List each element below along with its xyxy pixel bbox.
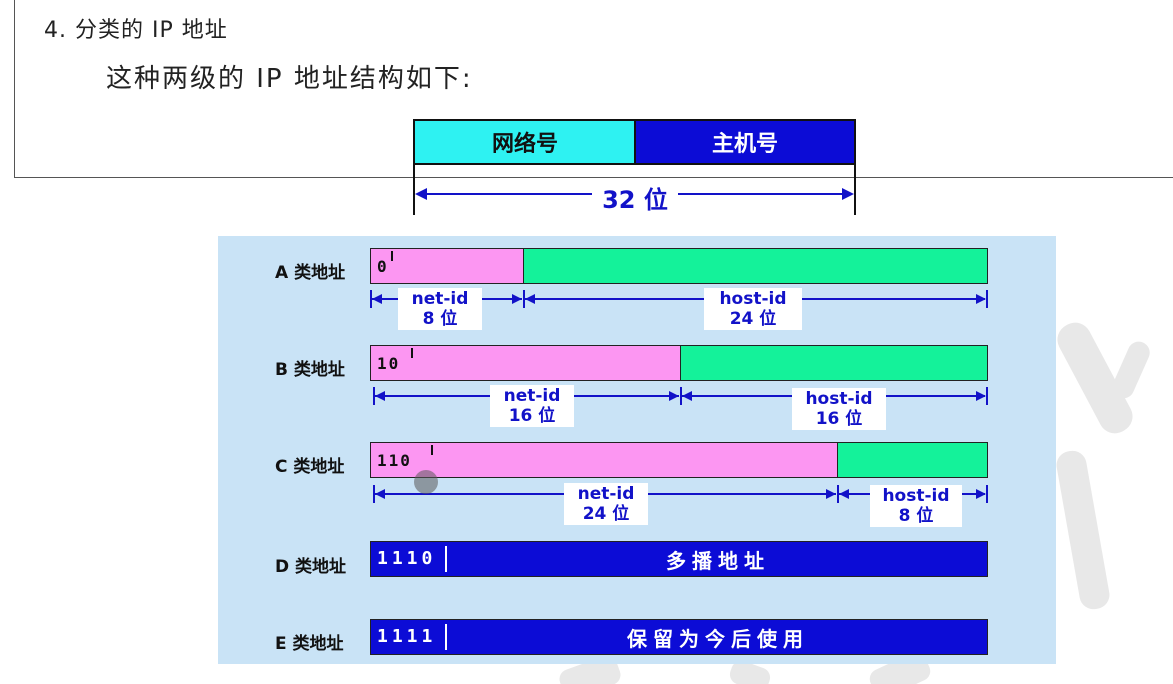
arrow-left-icon bbox=[415, 188, 427, 200]
watermark-stroke bbox=[1108, 338, 1154, 402]
prefix-divider bbox=[431, 445, 433, 455]
frame-border-bottom bbox=[14, 177, 1173, 178]
arrow-left-icon bbox=[375, 489, 385, 499]
class-c-net-label: net-id 24 位 bbox=[564, 483, 648, 525]
net-id-text: net-id bbox=[411, 289, 469, 309]
prefix-divider bbox=[391, 251, 393, 261]
class-c-host-bar bbox=[837, 442, 988, 478]
host-id-text: host-id bbox=[719, 289, 787, 309]
class-a-net-bar: 0 bbox=[370, 248, 524, 284]
class-b-net-bar: 10 bbox=[370, 345, 681, 381]
prefix-divider bbox=[411, 348, 413, 358]
class-a-host-bar bbox=[523, 248, 988, 284]
class-d-bar: 1110 多播地址 bbox=[370, 541, 988, 577]
arrow-right-icon bbox=[512, 294, 522, 304]
class-b-prefix: 10 bbox=[377, 354, 401, 373]
net-bits-text: 24 位 bbox=[582, 504, 630, 524]
arrow-left-icon bbox=[525, 294, 535, 304]
dim-tick bbox=[370, 290, 372, 308]
class-e-prefix: 1111 bbox=[377, 626, 437, 647]
network-number-label: 网络号 bbox=[491, 132, 558, 157]
arrow-right-icon bbox=[826, 489, 836, 499]
dim-tick bbox=[523, 290, 525, 308]
host-number-label: 主机号 bbox=[711, 132, 778, 157]
net-id-text: net-id bbox=[503, 386, 561, 406]
length-label: 32 位 bbox=[592, 180, 678, 215]
host-bits-text: 16 位 bbox=[815, 409, 863, 429]
dim-tick bbox=[837, 485, 839, 503]
net-id-text: net-id bbox=[577, 484, 635, 504]
class-a-net-label: net-id 8 位 bbox=[398, 288, 482, 330]
cursor-pointer bbox=[414, 470, 438, 494]
length-tick-right bbox=[854, 165, 856, 215]
arrow-left-icon bbox=[839, 489, 849, 499]
arrow-right-icon bbox=[842, 188, 854, 200]
host-bits-text: 24 位 bbox=[729, 309, 777, 329]
class-b-host-label: host-id 16 位 bbox=[792, 388, 886, 430]
class-c-label: C 类地址 bbox=[275, 457, 345, 477]
host-bits-text: 8 位 bbox=[898, 506, 934, 526]
arrow-left-icon bbox=[682, 391, 692, 401]
dim-tick bbox=[373, 485, 375, 503]
arrow-right-icon bbox=[976, 489, 986, 499]
host-id-text: host-id bbox=[805, 389, 873, 409]
length-line-right bbox=[678, 193, 848, 195]
class-e-text: 保留为今后使用 bbox=[627, 626, 809, 651]
dim-tick bbox=[680, 387, 682, 405]
arrow-right-icon bbox=[976, 391, 986, 401]
class-a-prefix: 0 bbox=[377, 257, 389, 276]
dim-tick bbox=[986, 485, 988, 503]
class-c-host-label: host-id 8 位 bbox=[870, 485, 962, 527]
class-e-bar: 1111 保留为今后使用 bbox=[370, 619, 988, 655]
watermark-stroke bbox=[1054, 448, 1112, 612]
arrow-left-icon bbox=[375, 391, 385, 401]
host-id-text: host-id bbox=[882, 486, 950, 506]
class-e-label: E 类地址 bbox=[275, 634, 344, 654]
frame-border-left bbox=[14, 0, 15, 178]
class-d-label: D 类地址 bbox=[275, 557, 347, 577]
prefix-divider bbox=[445, 546, 447, 572]
class-d-text: 多播地址 bbox=[666, 548, 770, 573]
net-bits-text: 16 位 bbox=[508, 406, 556, 426]
host-number-box: 主机号 bbox=[634, 119, 856, 165]
net-bits-text: 8 位 bbox=[422, 309, 458, 329]
arrow-right-icon bbox=[669, 391, 679, 401]
arrow-right-icon bbox=[976, 294, 986, 304]
class-b-net-label: net-id 16 位 bbox=[490, 385, 574, 427]
length-tick-left bbox=[413, 165, 415, 215]
network-number-box: 网络号 bbox=[413, 119, 635, 165]
class-c-prefix: 110 bbox=[377, 451, 412, 470]
section-heading: 4. 分类的 IP 地址 bbox=[44, 18, 228, 43]
dim-tick bbox=[986, 387, 988, 405]
class-c-net-bar: 110 bbox=[370, 442, 838, 478]
prefix-divider bbox=[445, 624, 447, 650]
class-d-prefix: 1110 bbox=[377, 548, 437, 569]
arrow-left-icon bbox=[372, 294, 382, 304]
class-b-label: B 类地址 bbox=[275, 360, 345, 380]
class-a-host-label: host-id 24 位 bbox=[704, 288, 802, 330]
dim-tick bbox=[986, 290, 988, 308]
class-b-host-bar bbox=[680, 345, 988, 381]
length-line-left bbox=[420, 193, 592, 195]
section-subheading: 这种两级的 IP 地址结构如下: bbox=[106, 64, 473, 94]
dim-tick bbox=[373, 387, 375, 405]
class-a-label: A 类地址 bbox=[275, 263, 346, 283]
